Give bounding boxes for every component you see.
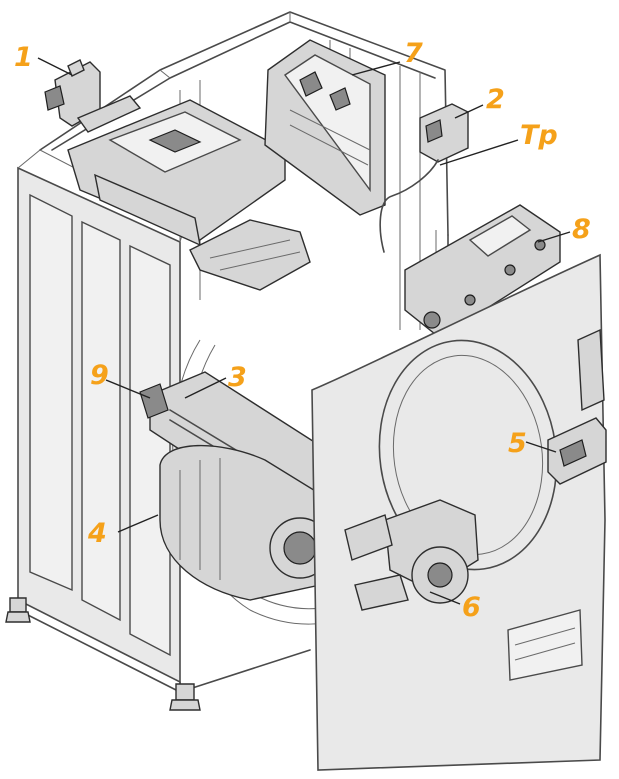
callout-9: 9 [90,360,109,391]
leader-3 [184,377,227,399]
callout-7: 7 [404,38,423,69]
callout-3: 3 [228,362,247,393]
inlet-valve [44,59,142,133]
foot-right [169,683,201,711]
drain-pump [344,499,479,611]
callout-2: 2 [486,84,505,115]
callout-6: 6 [462,592,481,623]
leader-lines [37,57,571,605]
leader-7 [351,61,401,76]
cabinet-frame [5,11,449,711]
leader-9 [105,379,151,399]
leader-2 [454,104,484,119]
control-board [404,204,561,339]
leader-8 [537,231,571,243]
detergent-dispenser [67,99,311,291]
control-module [264,39,386,216]
leader-5 [525,441,557,453]
callout-1: 1 [14,42,33,73]
callouts: 1 2 Tp 3 4 5 6 7 8 9 [14,38,591,623]
door-lock [547,328,607,485]
leader-tp [439,139,519,166]
foot-left [5,597,31,623]
leader-4 [117,514,159,533]
callout-8: 8 [572,214,591,245]
suppression-filter [419,103,469,163]
callout-tp: Tp [520,120,558,151]
leader-6 [429,591,461,605]
callout-5: 5 [508,428,527,459]
callout-4: 4 [87,518,107,549]
power-cable [379,159,439,253]
leader-1 [37,57,73,76]
